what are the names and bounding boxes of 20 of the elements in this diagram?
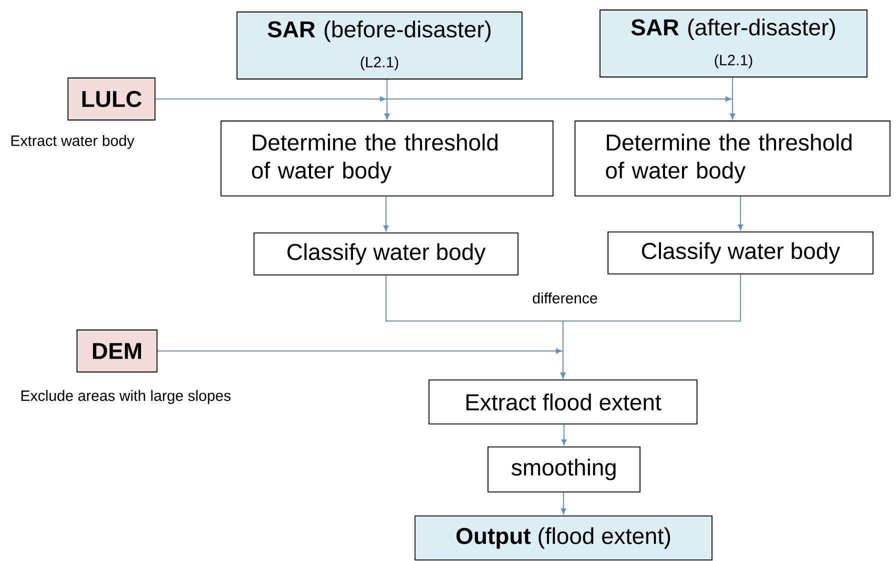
process-box: smoothing xyxy=(488,446,640,492)
process-box: Classify water body xyxy=(254,232,518,276)
data-box: SAR (before-disaster) (L2.1) xyxy=(236,12,522,80)
process-box: Determine the threshold of water body xyxy=(220,120,554,196)
process-box: Extract flood extent xyxy=(428,380,698,424)
arrow xyxy=(560,492,566,514)
process-box: Classify water body xyxy=(608,232,874,274)
edge-label: difference xyxy=(531,291,599,304)
arrow xyxy=(561,424,567,446)
input-box: LULC xyxy=(68,78,156,120)
arrow xyxy=(738,196,744,230)
arrow xyxy=(156,348,566,378)
output-box: Output (flood extent) xyxy=(414,516,712,560)
annotation-text: Extract water body xyxy=(11,135,134,149)
process-box: Determine the threshold of water body xyxy=(574,120,890,196)
annotation-text: Exclude areas with large slopes xyxy=(21,390,231,404)
input-box: DEM xyxy=(76,330,158,372)
arrow xyxy=(154,96,736,120)
arrow xyxy=(383,196,389,232)
data-box: SAR (after-disaster) (L2.1) xyxy=(600,10,868,78)
